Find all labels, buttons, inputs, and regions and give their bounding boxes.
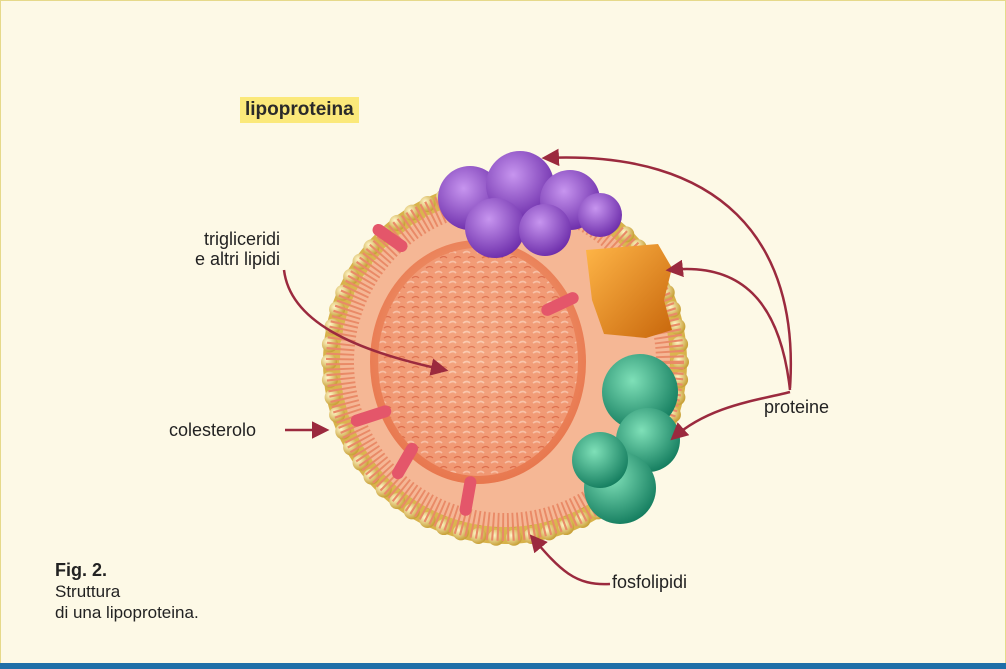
phospholipid-head [672, 336, 688, 352]
label-trigliceridi: trigliceridi e altri lipidi [170, 229, 280, 269]
caption-line2: di una lipoproteina. [55, 602, 199, 623]
phospholipid-head [321, 354, 337, 370]
label-fosfolipidi: fosfolipidi [612, 572, 687, 592]
label-trigliceridi-line2: e altri lipidi [170, 249, 280, 269]
proteine-arrow-orange [669, 269, 790, 390]
label-trigliceridi-line1: trigliceridi [170, 229, 280, 249]
diagram-title: lipoproteina [240, 97, 359, 123]
figure-caption: Fig. 2. Struttura di una lipoproteina. [55, 560, 199, 623]
caption-line1: Struttura [55, 581, 199, 602]
phospholipid-head [436, 519, 452, 535]
fosfolipidi-arrow [532, 537, 610, 584]
phospholipid-head [488, 530, 504, 546]
label-proteine: proteine [764, 397, 829, 417]
phospholipid-head [325, 389, 341, 405]
label-colesterolo: colesterolo [169, 420, 256, 440]
caption-title: Fig. 2. [55, 560, 199, 581]
